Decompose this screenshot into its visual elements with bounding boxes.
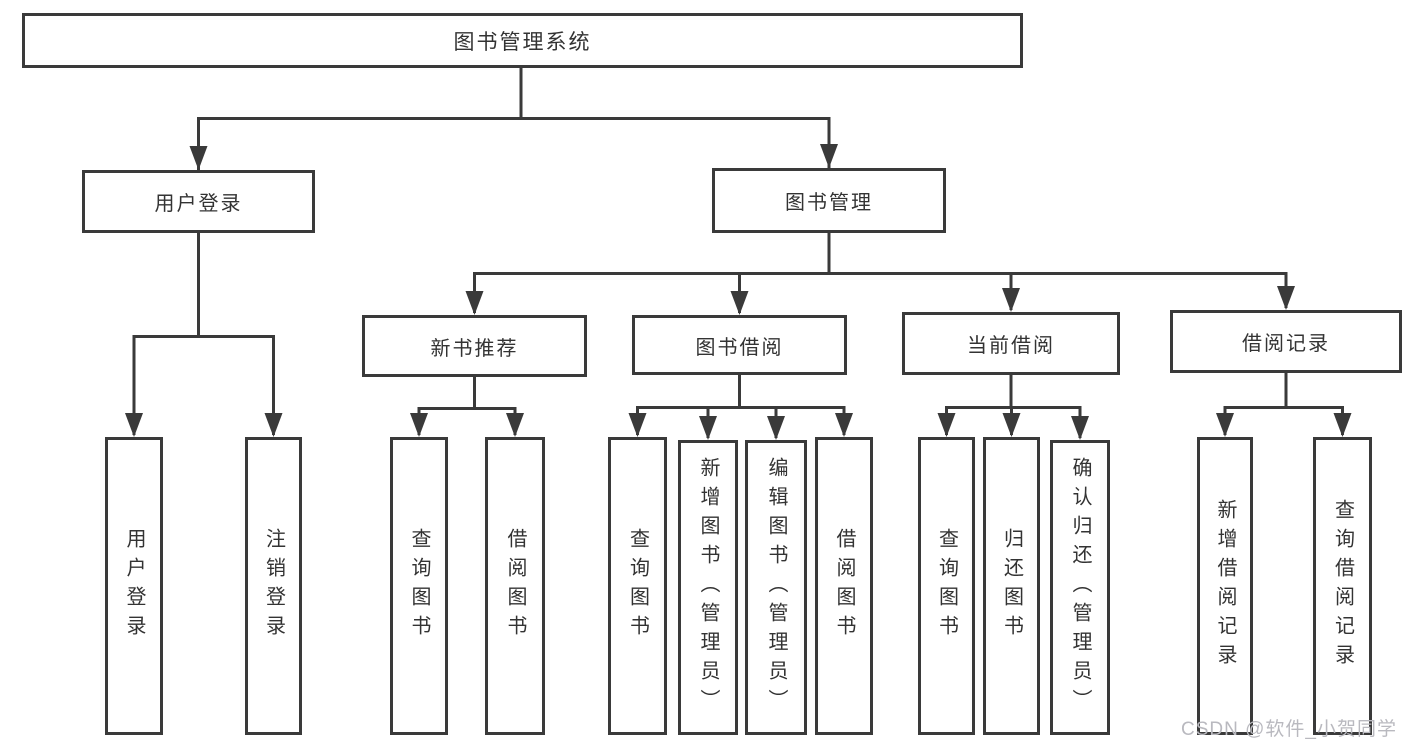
leaf-records-query-record: 查询借阅记录 (1313, 437, 1372, 735)
node-new-book-recommend: 新书推荐 (362, 315, 587, 377)
leaf-user-login: 用户登录 (105, 437, 163, 735)
edge-borrowing-group (636, 375, 846, 438)
edge-root-to-level2 (197, 68, 831, 170)
node-borrowing-records: 借阅记录 (1170, 310, 1402, 373)
csdn-watermark: CSDN @软件_小贺同学 (1181, 719, 1397, 740)
leaf-current-query-books: 查询图书 (918, 437, 975, 735)
node-root: 图书管理系统 (22, 13, 1023, 68)
leaf-newbooks-borrow-books: 借阅图书 (485, 437, 545, 735)
leaf-current-return-books: 归还图书 (983, 437, 1040, 735)
leaf-logout: 注销登录 (245, 437, 302, 735)
node-book-borrowing: 图书借阅 (632, 315, 847, 375)
node-book-management-branch: 图书管理 (712, 168, 946, 233)
leaf-borrowing-query-books: 查询图书 (608, 437, 667, 735)
leaf-borrowing-edit-books-admin: 编辑图书（管理员） (745, 440, 807, 735)
edge-userlogin-group (132, 233, 275, 435)
edge-newbooks-group (417, 377, 517, 435)
edge-current-group (945, 375, 1082, 438)
node-user-login-branch: 用户登录 (82, 170, 315, 233)
node-current-borrowing: 当前借阅 (902, 312, 1120, 375)
leaf-records-add-record: 新增借阅记录 (1197, 437, 1253, 735)
leaf-newbooks-query-books: 查询图书 (390, 437, 448, 735)
edge-records-group (1223, 373, 1344, 435)
leaf-borrowing-borrow-books: 借阅图书 (815, 437, 873, 735)
edge-bookmgmt-to-level3 (473, 233, 1288, 313)
leaf-current-confirm-return-admin: 确认归还（管理员） (1050, 440, 1110, 735)
leaf-borrowing-add-books-admin: 新增图书（管理员） (678, 440, 738, 735)
